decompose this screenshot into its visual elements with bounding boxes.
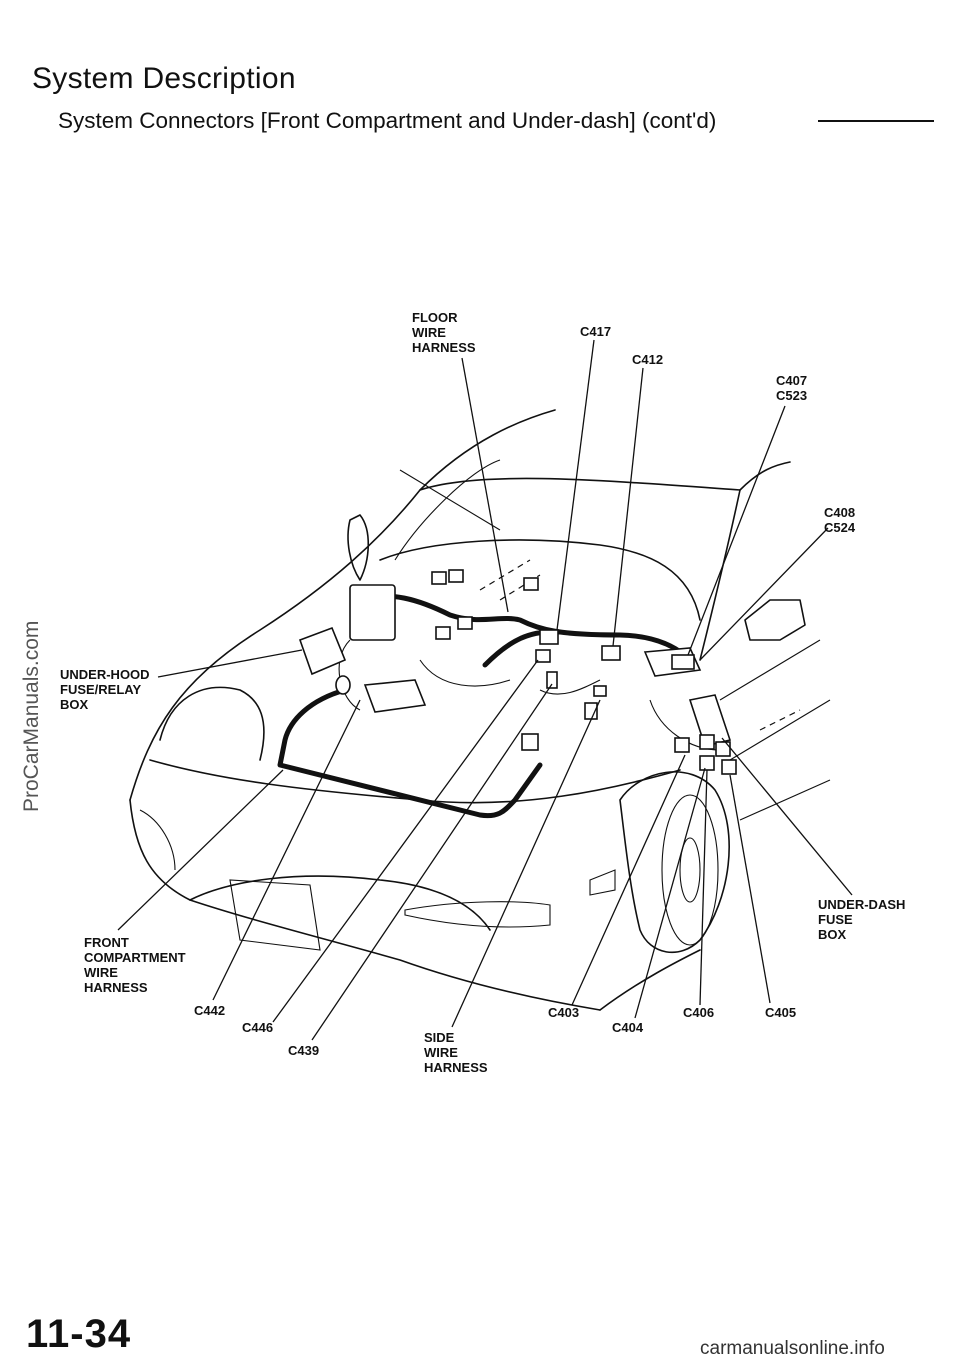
label-c408-c524: C408 C524 [824,505,856,535]
label-side-wire-harness: SIDE WIRE HARNESS [424,1030,488,1075]
front-compartment-harness [277,687,543,819]
page-subtitle: System Connectors [Front Compartment and… [58,108,717,133]
label-c403: C403 [548,1005,580,1020]
underhood-fuse-box-shape [298,626,347,676]
leader-lines [117,339,853,1041]
side-watermark: ProCarManuals.com [20,620,43,812]
label-c405: C405 [765,1005,797,1020]
label-floor-wire-harness: FLOOR WIRE HARNESS [412,310,476,355]
header-rule [818,120,934,122]
label-c406: C406 [683,1005,715,1020]
label-c412: C412 [632,352,664,367]
label-underdash-fuse-box: UNDER-DASH FUSE BOX [818,897,906,942]
connectors [298,569,737,775]
underdash-fuse-box-shape [688,694,732,747]
label-c442: C442 [194,1003,226,1018]
label-c407-c523: C407 C523 [776,373,808,403]
c442-connector [363,679,427,713]
label-front-compartment-wire-harness: FRONT COMPARTMENT WIRE HARNESS [84,935,186,995]
label-c404: C404 [612,1020,644,1035]
car-body [129,409,831,1011]
label-c417: C417 [580,324,612,339]
dash-harness [352,593,693,663]
footer-site: carmanualsonline.info [700,1338,885,1359]
wire-harnesses [277,593,721,819]
label-c446: C446 [242,1020,274,1035]
page-title: System Description [32,62,296,95]
label-underhood-fuse-relay-box: UNDER-HOOD FUSE/RELAY BOX [60,667,150,712]
label-c439: C439 [288,1043,320,1058]
page-number: 11-34 [26,1312,132,1356]
